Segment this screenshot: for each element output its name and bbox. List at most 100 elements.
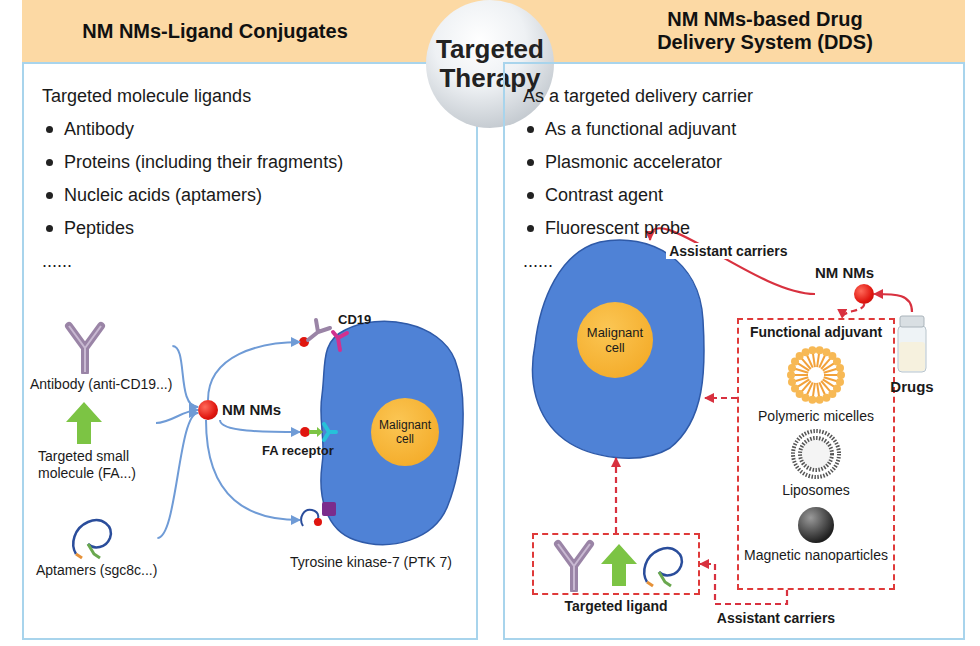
icon-label: Magnetic nanoparticles xyxy=(744,547,888,564)
group-title: Functional adjuvant xyxy=(739,320,893,340)
nanomaterial-dot: NM NMs xyxy=(198,400,281,420)
connector-arrow xyxy=(650,228,815,294)
liposome-icon xyxy=(790,428,842,480)
connector-arrow xyxy=(842,304,864,318)
connector-arrow xyxy=(705,397,737,399)
icon-node: Antibody (anti-CD19...) xyxy=(30,318,172,393)
icon-label: Targeted small molecule (FA...) xyxy=(38,448,156,482)
edge-label: Assistant carriers xyxy=(714,610,838,626)
ptk7-receptor xyxy=(322,502,336,516)
micelle-head xyxy=(837,371,845,379)
connector-arrow xyxy=(220,420,300,432)
list-text: Targeted molecule ligands xyxy=(42,80,343,113)
antibody-icon xyxy=(558,544,590,590)
micelle-tail xyxy=(807,355,813,368)
cell-nucleus: Malignant cell xyxy=(371,398,439,466)
antibody-icon xyxy=(60,318,110,374)
micelle-head xyxy=(816,346,824,354)
micelle-head xyxy=(802,348,810,356)
cell-nucleus: Malignant cell xyxy=(577,302,653,378)
nucleus-label: Malignant cell xyxy=(375,418,435,446)
panel-heading: NM NMs-Ligand Conjugates xyxy=(82,20,348,43)
icon-node: Magnetic nanoparticles xyxy=(741,505,891,564)
aptamer-icon xyxy=(76,554,82,558)
micelle-head xyxy=(787,371,795,379)
micelle-head xyxy=(836,364,844,372)
connector-arrow xyxy=(700,564,787,604)
nanoparticle-dot xyxy=(300,427,310,437)
micelle-tail xyxy=(813,383,815,397)
micelle-tail xyxy=(813,353,815,367)
micelle-head xyxy=(808,346,816,354)
folate-molecule xyxy=(309,430,318,434)
micelle-head xyxy=(788,378,796,386)
text-list: Targeted molecule ligandsAntibodyProtein… xyxy=(42,80,343,278)
connector-arrow xyxy=(874,294,912,312)
icon-node: Liposomes xyxy=(741,428,891,499)
icon-label: Antibody (anti-CD19...) xyxy=(30,376,172,393)
micelle-tail xyxy=(824,374,838,376)
nucleus-label: Malignant cell xyxy=(581,325,649,355)
list-text: ...... xyxy=(42,245,343,278)
panel-heading: NM NMs-based Drug Delivery System (DDS) xyxy=(638,8,893,54)
connector-arrow xyxy=(157,413,198,538)
dashed-group-box: Functional adjuvantPolymeric micellesLip… xyxy=(737,318,895,590)
icon-node: Targeted small molecule (FA...) xyxy=(38,400,156,482)
therapy-sphere: Targeted Therapy xyxy=(426,0,554,128)
vial-cap xyxy=(900,316,924,327)
malignant-cell: Malignant cell xyxy=(300,322,465,548)
magnetic-sphere xyxy=(798,507,834,543)
group-title: Targeted ligand xyxy=(564,598,667,614)
micelle-tail xyxy=(795,377,808,381)
bullet-item: Contrast agent xyxy=(523,179,753,212)
aptamer-icon xyxy=(88,544,100,558)
micelle-head xyxy=(816,396,824,404)
liposome-inner xyxy=(800,438,832,470)
icon-label: Drugs xyxy=(890,378,933,395)
aptamer-icon xyxy=(659,572,671,586)
micelle-icon xyxy=(785,344,847,406)
micelle-tail xyxy=(819,382,825,395)
magnetic-nanoparticle-icon xyxy=(796,505,836,545)
icon-label: Polymeric micelles xyxy=(758,408,874,425)
micelle-head xyxy=(808,396,816,404)
connector-arrow xyxy=(615,458,617,533)
bullet-item: Fluorescent probe xyxy=(523,212,753,245)
connector-arrow xyxy=(172,346,198,407)
bullet-item: As a functional adjuvant xyxy=(523,113,753,146)
icon-label: Liposomes xyxy=(782,482,850,499)
annotation-label: FA receptor xyxy=(262,443,334,458)
connector-arrow xyxy=(208,342,300,400)
small-molecule-icon xyxy=(601,544,637,586)
annotation-label: Tyrosine kinase-7 (PTK 7) xyxy=(290,554,452,570)
antibody-icon xyxy=(69,326,101,372)
list-text: As a targeted delivery carrier xyxy=(523,80,753,113)
icon-node: Aptamers (sgc8c...) xyxy=(36,514,157,579)
bullet-item: Peptides xyxy=(42,212,343,245)
vial-liquid xyxy=(899,342,925,371)
cd19-receptor xyxy=(333,332,347,350)
red-dot xyxy=(198,400,218,420)
bullet-item: Antibody xyxy=(42,113,343,146)
fa-receptor xyxy=(324,424,336,440)
micelle-tail xyxy=(824,369,837,373)
malignant-cell: Malignant cell xyxy=(530,240,705,458)
connector-arrow xyxy=(206,420,300,520)
micelle-tail xyxy=(817,353,819,367)
sphere-text: Targeted Therapy xyxy=(426,35,554,93)
bullet-item: Plasmonic accelerator xyxy=(523,146,753,179)
antibody-icon xyxy=(69,326,101,372)
dot-label: NM NMs xyxy=(815,264,874,282)
ligand-icons xyxy=(541,536,691,592)
icon-node: Polymeric micelles xyxy=(741,344,891,425)
nanoparticle-dot xyxy=(314,518,322,526)
dashed-group-box: Targeted ligand xyxy=(532,533,700,595)
antibody-conjugate xyxy=(308,320,330,340)
bullet-item: Proteins (including their fragments) xyxy=(42,146,343,179)
vial-body xyxy=(898,326,926,372)
micelle-head xyxy=(822,394,830,402)
aptamer-icon xyxy=(66,514,118,560)
micelle-tail xyxy=(817,383,819,397)
icon-label: Aptamers (sgc8c...) xyxy=(36,562,157,579)
drug-vial-icon xyxy=(890,312,934,376)
